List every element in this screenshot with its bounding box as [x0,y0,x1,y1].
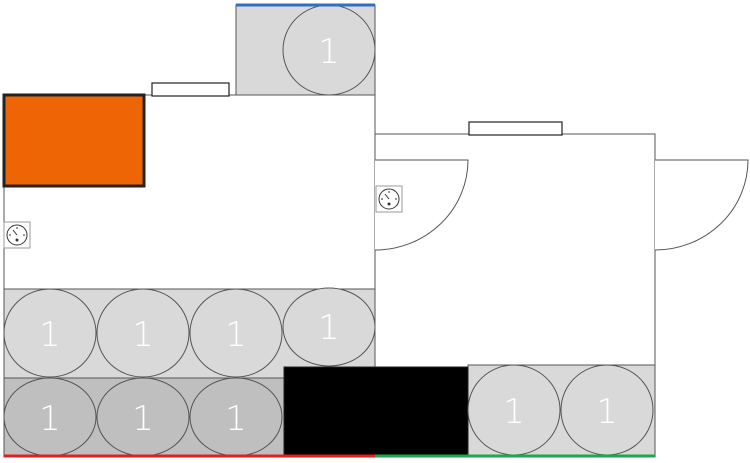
slot-label: 1 [318,308,340,348]
slot-2[interactable]: 1 [3,288,97,378]
orange-block [2,93,146,188]
slot-label: 1 [318,32,340,72]
window-left [151,82,230,97]
slot-6[interactable]: 1 [3,377,97,457]
slot-label: 1 [132,399,154,439]
door-swing-right [654,159,749,251]
slot-1[interactable]: 1 [282,4,376,96]
thermostat-icon[interactable] [375,185,403,213]
thermostat-icon[interactable] [3,221,31,249]
slot-3[interactable]: 1 [96,288,190,378]
slot-label: 1 [503,392,525,432]
slot-label: 1 [132,315,154,355]
slot-8[interactable]: 1 [189,377,283,457]
slot-10[interactable]: 1 [560,364,654,456]
window-right [468,121,563,136]
slot-7[interactable]: 1 [96,377,190,457]
slot-5[interactable]: 1 [282,287,376,367]
door-swing-middle [374,159,469,251]
slot-label: 1 [39,315,61,355]
slot-label: 1 [596,392,618,432]
slot-9[interactable]: 1 [467,364,561,456]
slot-label: 1 [225,315,247,355]
slot-label: 1 [225,399,247,439]
black-block [283,366,469,458]
slot-4[interactable]: 1 [189,288,283,378]
slot-label: 1 [39,399,61,439]
